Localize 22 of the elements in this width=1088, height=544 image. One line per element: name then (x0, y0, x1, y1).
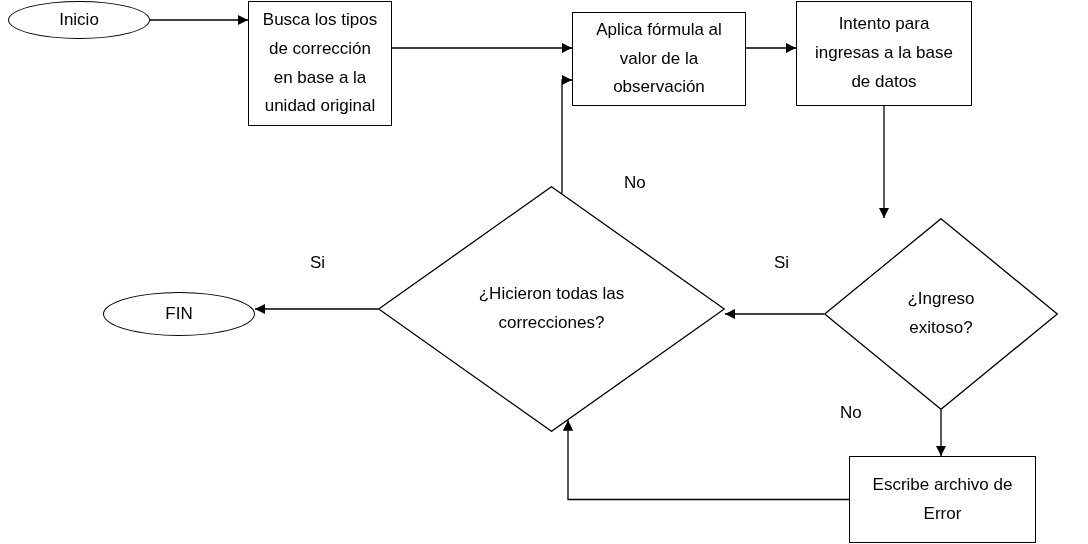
process-box (849, 456, 1036, 543)
node-text: Busca los tipos de corrección en base a la unidad original (261, 8, 379, 118)
node-text: Escribe archivo de Error (871, 473, 1014, 525)
decision-diamond (378, 186, 725, 432)
arrow (561, 74, 573, 195)
arrow (724, 308, 825, 320)
arrow (149, 14, 249, 26)
process-box (796, 1, 972, 106)
arrow (562, 419, 850, 501)
node-text: Intento para ingresas a la base de datos (814, 13, 954, 93)
arrow (745, 42, 797, 54)
arrow (878, 105, 890, 219)
arrow (391, 42, 573, 54)
arrow (935, 409, 947, 457)
node-text: FIN (165, 302, 193, 325)
node-text: ¿Hicieron todas las correcciones? (477, 283, 626, 334)
arrow (254, 303, 379, 315)
process-box (248, 1, 392, 126)
node-text: ¿Ingreso exitoso? (906, 288, 976, 339)
process-box (572, 12, 746, 106)
node-text: Aplica fórmula al valor de la observación (595, 18, 723, 99)
node-text: Inicio (59, 8, 99, 31)
